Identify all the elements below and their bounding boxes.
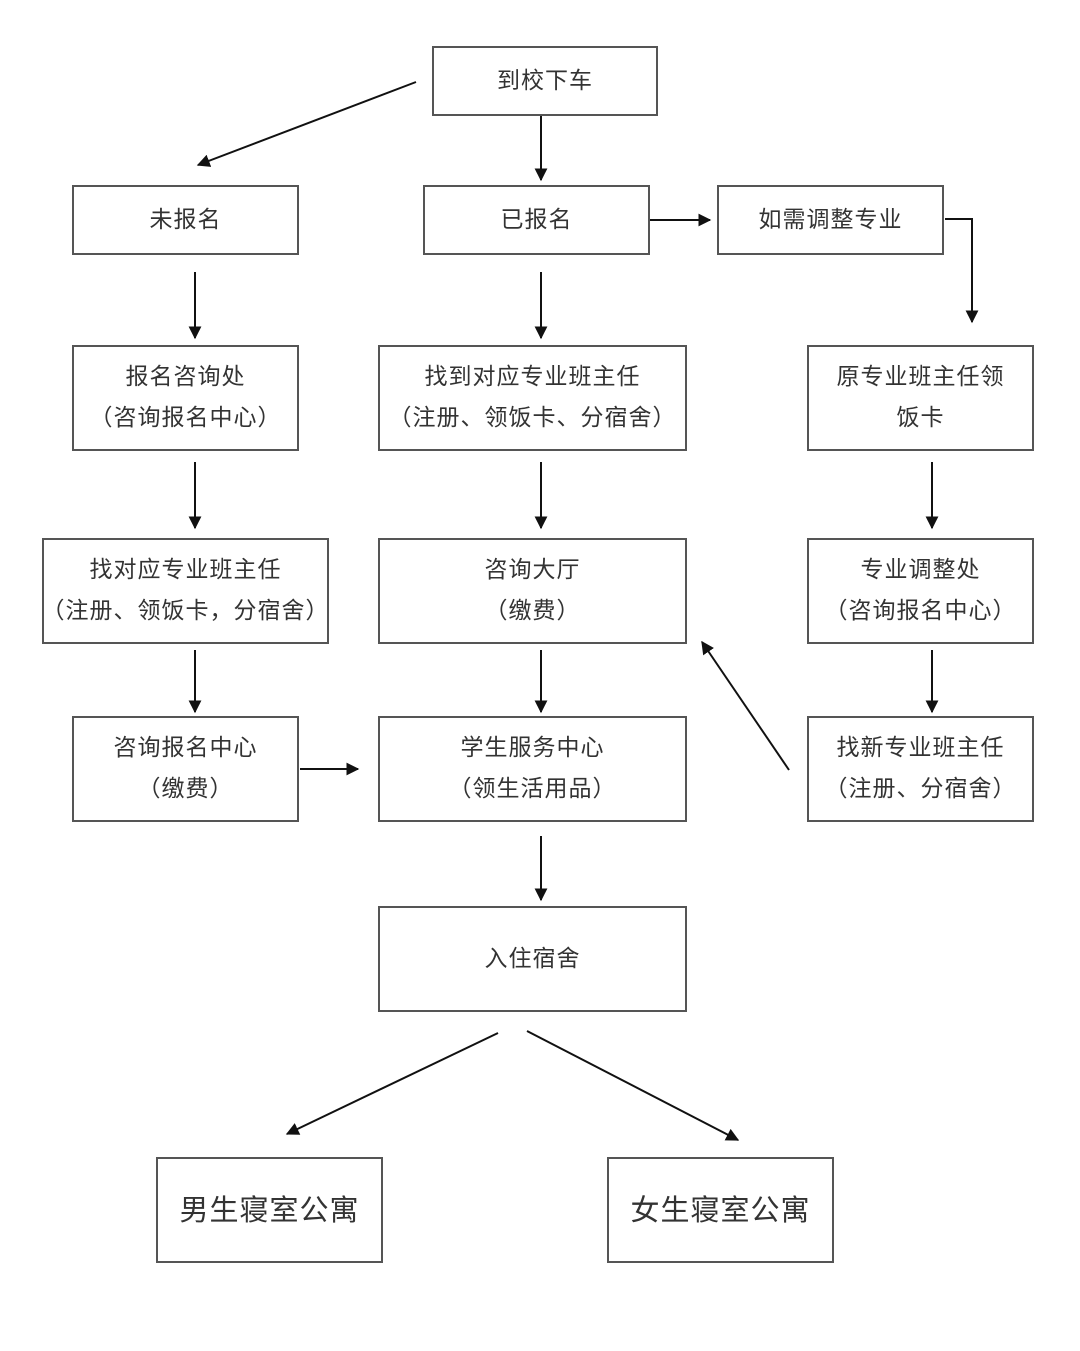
- node-not-registered: 未报名: [72, 185, 299, 255]
- arrow-new-teacher-to-consult-hall: [701, 640, 790, 771]
- node-male-dormitory-label: 男生寝室公寓: [179, 1192, 360, 1227]
- node-female-dormitory-label: 女生寝室公寓: [630, 1192, 811, 1227]
- node-dorm-checkin: 入住宿舍: [378, 906, 687, 1012]
- node-adjust-major-label: 如需调整专业: [758, 206, 903, 233]
- node-original-teacher-line1: 原专业班主任领: [836, 364, 1005, 390]
- node-consult-center-note: （缴费）: [137, 776, 234, 802]
- node-find-teacher-left: 找对应专业班主任 （注册、领饭卡，分宿舍）: [42, 538, 329, 644]
- node-consult-center-title: 咨询报名中心: [113, 735, 258, 761]
- node-consult-hall-title: 咨询大厅: [484, 557, 581, 583]
- node-major-adjust-office-title: 专业调整处: [860, 557, 981, 583]
- node-registered-label: 已报名: [500, 206, 573, 233]
- node-original-teacher: 原专业班主任领 饭卡: [807, 345, 1034, 451]
- node-find-major-teacher: 找到对应专业班主任 （注册、领饭卡、分宿舍）: [378, 345, 687, 451]
- node-registered: 已报名: [423, 185, 650, 255]
- arrow-dorm-to-male: [285, 1032, 499, 1135]
- node-student-service-center-note: （领生活用品）: [448, 776, 617, 802]
- node-arrive-at-school: 到校下车: [432, 46, 658, 116]
- node-not-registered-label: 未报名: [149, 206, 222, 233]
- node-student-service-center: 学生服务中心 （领生活用品）: [378, 716, 687, 822]
- node-find-teacher-left-note: （注册、领饭卡，分宿舍）: [41, 598, 330, 624]
- node-male-dormitory: 男生寝室公寓: [156, 1157, 383, 1263]
- node-original-teacher-line2: 饭卡: [896, 405, 945, 431]
- node-consult-center: 咨询报名中心 （缴费）: [72, 716, 299, 822]
- node-find-major-teacher-note: （注册、领饭卡、分宿舍）: [388, 405, 677, 431]
- node-registration-consult: 报名咨询处 （咨询报名中心）: [72, 345, 299, 451]
- arrow-adjust-to-orig-teacher: [945, 218, 979, 324]
- node-new-major-teacher: 找新专业班主任 （注册、分宿舍）: [807, 716, 1034, 822]
- node-new-major-teacher-note: （注册、分宿舍）: [824, 776, 1017, 802]
- node-find-teacher-left-title: 找对应专业班主任: [89, 557, 282, 583]
- node-female-dormitory: 女生寝室公寓: [607, 1157, 834, 1263]
- node-registration-consult-title: 报名咨询处: [125, 364, 246, 390]
- node-major-adjust-office-note: （咨询报名中心）: [824, 598, 1017, 624]
- node-arrive-at-school-label: 到校下车: [497, 67, 593, 94]
- arrow-arrive-to-not-registered: [196, 81, 417, 167]
- arrow-dorm-to-female: [526, 1030, 740, 1141]
- node-consult-hall-note: （缴费）: [484, 598, 581, 624]
- node-dorm-checkin-label: 入住宿舍: [484, 945, 581, 972]
- node-consult-hall: 咨询大厅 （缴费）: [378, 538, 687, 644]
- node-new-major-teacher-title: 找新专业班主任: [836, 735, 1005, 761]
- node-adjust-major: 如需调整专业: [717, 185, 944, 255]
- node-major-adjust-office: 专业调整处 （咨询报名中心）: [807, 538, 1034, 644]
- node-registration-consult-note: （咨询报名中心）: [89, 405, 282, 431]
- node-find-major-teacher-title: 找到对应专业班主任: [424, 364, 641, 390]
- node-student-service-center-title: 学生服务中心: [460, 735, 605, 761]
